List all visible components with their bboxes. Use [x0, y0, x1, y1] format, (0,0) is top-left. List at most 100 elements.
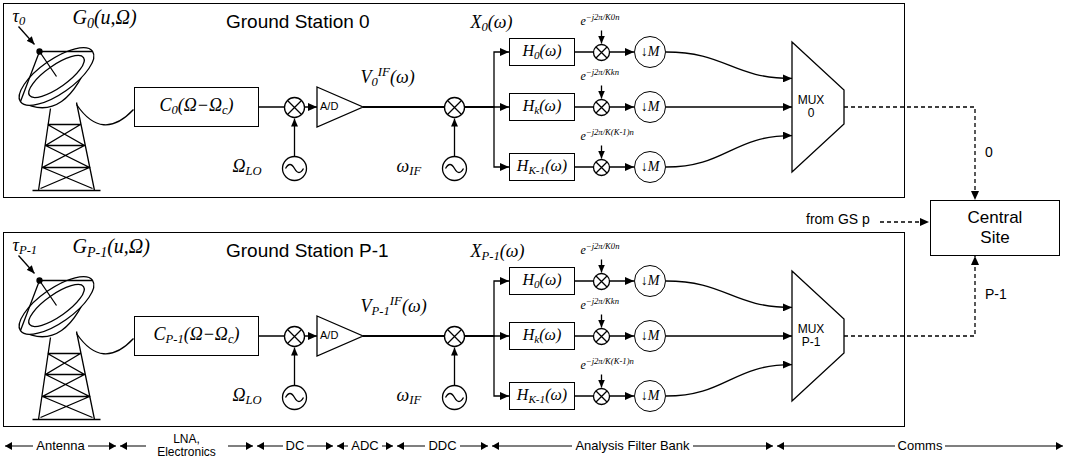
stage-axis-label: Comms	[895, 439, 946, 453]
subscript: K-1	[528, 393, 545, 405]
phase-factor: e−j2π/K(K-1)n	[581, 357, 634, 371]
subscript: k	[534, 104, 539, 116]
subscript: IF	[409, 164, 421, 178]
signal-wire	[666, 281, 792, 307]
phase-factor: e−j2π/Kkn	[581, 297, 619, 311]
node-label: MUX 0	[792, 94, 829, 119]
stage-axis-label: LNA, Electronics	[146, 433, 228, 458]
node-label: H0(ω)	[522, 43, 561, 62]
signal-wire	[363, 336, 509, 396]
delay-label: τP-1	[13, 236, 38, 257]
superscript: −j2π/K0n	[586, 241, 620, 251]
node-label: ↓M	[641, 100, 660, 115]
ground-station-panel: Ground Station 0 C0(Ω−Ωc) A/D H0(ω) Hk(ω) HK-…	[3, 3, 905, 198]
superscript: −j2π/K0n	[586, 12, 620, 22]
oscillator-label: ΩLO	[233, 386, 262, 407]
subscript: 0	[534, 278, 540, 290]
signal-wire	[666, 106, 792, 107]
superscript: −j2π/K(K-1)n	[586, 127, 634, 137]
subscript: 0	[534, 49, 540, 61]
superscript: −j2π/Kkn	[586, 296, 619, 306]
adc-symbol: A/D	[317, 87, 363, 127]
node-label: ↓M	[641, 389, 660, 404]
node-label: MUX P-1	[792, 323, 829, 348]
downsampler: ↓M	[634, 265, 666, 297]
delay-label: τ0	[13, 7, 26, 28]
antenna-gain-label: GP-1(u,Ω)	[73, 236, 150, 260]
link-label: 0	[983, 145, 995, 160]
node-label: ↓M	[641, 160, 660, 175]
subscript: P-1	[482, 249, 500, 263]
signal-wire	[666, 52, 792, 78]
oscillator-label: ωIF	[397, 386, 422, 407]
node-label: CP-1(Ω−Ωc)	[154, 325, 240, 346]
node-label: A/D	[317, 101, 338, 113]
filter-box: Hk(ω)	[509, 322, 575, 350]
subscript: P-1	[87, 244, 107, 259]
node-label: ↓M	[641, 45, 660, 60]
phase-factor: e−j2π/Kkn	[581, 68, 619, 82]
subscript: IF	[409, 393, 421, 407]
signal-wire	[363, 107, 509, 167]
subscript: k	[534, 333, 539, 345]
central-site-box: Central Site	[930, 200, 1060, 256]
node-label: Central Site	[960, 208, 1030, 247]
node-label: HK-1(ω)	[517, 158, 567, 177]
station-title: Ground Station P-1	[226, 241, 389, 261]
subscript: c	[228, 332, 234, 346]
node-label: A/D	[317, 330, 338, 342]
filter-box: H0(ω)	[509, 267, 575, 295]
stage-axis-label: Analysis Filter Bank	[572, 439, 692, 453]
station-title: Ground Station 0	[226, 12, 370, 32]
superscript: IF	[390, 293, 402, 308]
node-label: Hk(ω)	[523, 98, 561, 117]
node-label: ↓M	[641, 329, 660, 344]
filter-box: HK-1(ω)	[509, 153, 575, 181]
signal-wire	[363, 281, 509, 336]
node-label: H0(ω)	[522, 272, 561, 291]
subscript: LO	[246, 164, 262, 178]
signal-label: V0IF(ω)	[361, 65, 415, 89]
signal-wire	[363, 52, 509, 107]
subscript: P-1	[19, 243, 37, 257]
stage-axis-label: Antenna	[33, 439, 87, 453]
adc-symbol: A/D	[317, 316, 363, 356]
superscript: −j2π/Kkn	[586, 67, 619, 77]
subscript: 0	[171, 103, 177, 117]
signal-wire	[666, 365, 792, 396]
subscript: P-1	[166, 332, 184, 346]
input-note: from GS p	[806, 212, 870, 227]
filter-box: H0(ω)	[509, 38, 575, 66]
node-label: C0(Ω−Ωc)	[159, 96, 233, 117]
downsampler: ↓M	[634, 91, 666, 123]
multiplexer: MUX P-1	[792, 271, 844, 401]
subscript: 0	[372, 75, 378, 89]
signal-label: XP-1(ω)	[471, 242, 525, 263]
ground-station-panel: Ground Station P-1CP-1(Ω−Ωc) A/D H0(ω) Hk(ω…	[3, 232, 905, 427]
link-label: P-1	[983, 287, 1009, 302]
subscript: 0	[87, 15, 94, 30]
oscillator-label: ωIF	[397, 157, 422, 178]
multiplexer: MUX 0	[792, 42, 844, 172]
filter-box: Hk(ω)	[509, 93, 575, 121]
downsampler: ↓M	[634, 151, 666, 183]
bandpass-box: CP-1(Ω−Ωc)	[134, 316, 259, 356]
signal-label: VP-1IF(ω)	[361, 294, 427, 318]
subscript: K-1	[528, 164, 545, 176]
phase-factor: e−j2π/K0n	[581, 242, 620, 256]
phase-factor: e−j2π/K0n	[581, 13, 620, 27]
signal-wire	[666, 335, 792, 336]
stage-axis-label: ADC	[348, 439, 381, 453]
downsampler: ↓M	[634, 36, 666, 68]
superscript: IF	[378, 64, 390, 79]
subscript: 0	[482, 20, 488, 34]
stage-axis-label: DC	[283, 439, 308, 453]
node-label: Hk(ω)	[523, 327, 561, 346]
downsampler: ↓M	[634, 320, 666, 352]
superscript: −j2π/K(K-1)n	[586, 356, 634, 366]
antenna-gain-label: G0(u,Ω)	[73, 7, 137, 31]
signal-wire	[666, 136, 792, 167]
stage-axis-label: DDC	[425, 439, 459, 453]
filter-box: HK-1(ω)	[509, 382, 575, 410]
